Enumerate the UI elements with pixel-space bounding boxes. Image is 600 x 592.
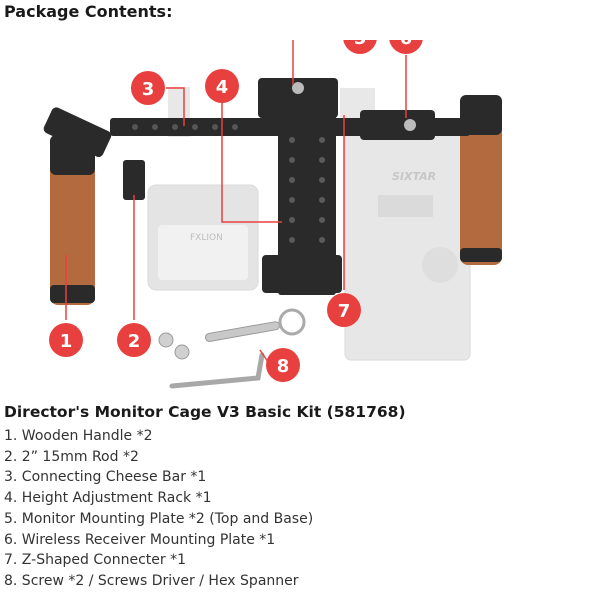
svg-text:7: 7 — [338, 301, 351, 322]
base-plate — [262, 255, 342, 293]
ghost-receiver: SIXTAR — [340, 88, 471, 361]
hex-spanner — [169, 352, 265, 389]
left-handle — [43, 107, 112, 305]
sixtar-label: SIXTAR — [392, 170, 436, 183]
screw-driver — [204, 308, 306, 342]
kit-title: Director's Monitor Cage V3 Basic Kit (58… — [4, 403, 406, 421]
svg-text:3: 3 — [142, 79, 155, 100]
product-photo: FXLION SIXTAR — [43, 40, 502, 389]
svg-text:1: 1 — [60, 331, 73, 352]
top-plate — [258, 78, 338, 118]
page-heading: Package Contents: — [4, 2, 173, 21]
callout-4: 4 — [205, 69, 239, 103]
list-item: 7. Z-Shaped Connecter *1 — [4, 552, 186, 569]
list-item: 8. Screw *2 / Screws Driver / Hex Spanne… — [4, 572, 299, 589]
svg-text:4: 4 — [216, 77, 229, 98]
list-item: 2. 2” 15mm Rod *2 — [4, 448, 139, 465]
receiver-plate — [360, 110, 435, 140]
list-item: 6. Wireless Receiver Mounting Plate *1 — [4, 531, 276, 548]
short-rod — [123, 160, 145, 200]
right-handle — [460, 95, 502, 265]
callout-8: 8 — [266, 348, 300, 382]
svg-text:2: 2 — [128, 331, 141, 352]
callout-2: 2 — [117, 323, 151, 357]
callout-6: 6 — [389, 40, 423, 54]
list-item: 1. Wooden Handle *2 — [4, 428, 153, 444]
callout-1: 1 — [49, 323, 83, 357]
svg-text:5: 5 — [354, 40, 367, 49]
ghost-battery: FXLION — [147, 87, 259, 291]
callout-3: 3 — [131, 71, 165, 105]
screws — [158, 332, 190, 360]
fxlion-label: FXLION — [190, 233, 223, 243]
contents-list: 1. Wooden Handle *2 2. 2” 15mm Rod *2 3.… — [4, 426, 313, 592]
callout-5: 5 — [343, 40, 377, 54]
svg-text:8: 8 — [277, 356, 290, 377]
callout-7: 7 — [327, 293, 361, 327]
svg-text:6: 6 — [400, 40, 413, 49]
list-item: 5. Monitor Mounting Plate *2 (Top and Ba… — [4, 510, 314, 527]
list-item: 4. Height Adjustment Rack *1 — [4, 490, 212, 507]
list-item: 3. Connecting Cheese Bar *1 — [4, 469, 207, 486]
